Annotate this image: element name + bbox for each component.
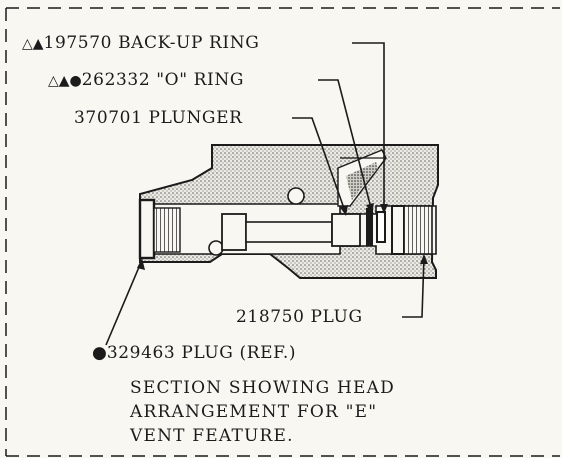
plunger-body [221,213,247,251]
part-number-o-ring: 262332 [81,70,151,90]
caption-line-2: ARRANGEMENT FOR "E" [130,402,378,422]
leader-plug-218750 [402,255,425,318]
left-plug-threads [153,207,181,253]
right-plug [391,205,405,255]
marks-o-ring: △▲● [48,73,82,89]
leader-lines [105,42,425,346]
plunger-stem [245,221,333,243]
callout-o-ring: △▲●262332 "O" RING [48,70,244,91]
plunger-head [331,213,361,247]
callout-plug-329463: ●329463 PLUG (REF.) [92,343,296,363]
leader-backup-ring [352,42,385,212]
right-plug-threads [403,205,433,255]
part-number-plug-329463: 329463 [106,343,176,363]
part-number-plug-218750: 218750 [236,307,305,327]
housing-hole-lower [208,240,224,256]
caption-line-3: VENT FEATURE. [130,426,294,446]
left-plug [138,198,156,260]
marks-plug-329463: ● [92,343,107,363]
dashed-border [5,7,560,457]
part-number-backup-ring: 197570 [43,33,113,53]
part-name-plunger: PLUNGER [148,108,243,128]
marks-backup-ring: △▲ [22,36,44,52]
callout-backup-ring: △▲197570 BACK-UP RING [22,33,259,54]
figure-caption: SECTION SHOWING HEAD ARRANGEMENT FOR "E"… [130,376,395,448]
caption-line-1: SECTION SHOWING HEAD [130,378,395,398]
leader-o-ring [318,79,373,213]
leader-arrowheads [137,203,428,270]
leader-plug-329463 [105,259,143,346]
vent-passage-dense [346,162,378,200]
backup-ring-shape [366,208,373,246]
o-ring-shape [376,211,386,243]
callout-plug-218750: 218750 PLUG [236,307,363,327]
part-name-plug-218750: PLUG [310,307,363,327]
part-name-plug-329463: PLUG (REF.) [181,343,297,363]
leader-plunger [292,117,347,215]
housing-hole-upper [287,187,305,205]
part-number-plunger: 370701 [74,108,143,128]
part-name-backup-ring: BACK-UP RING [118,33,260,53]
part-name-o-ring: "O" RING [156,70,245,90]
callout-plunger: 370701 PLUNGER [74,108,243,128]
